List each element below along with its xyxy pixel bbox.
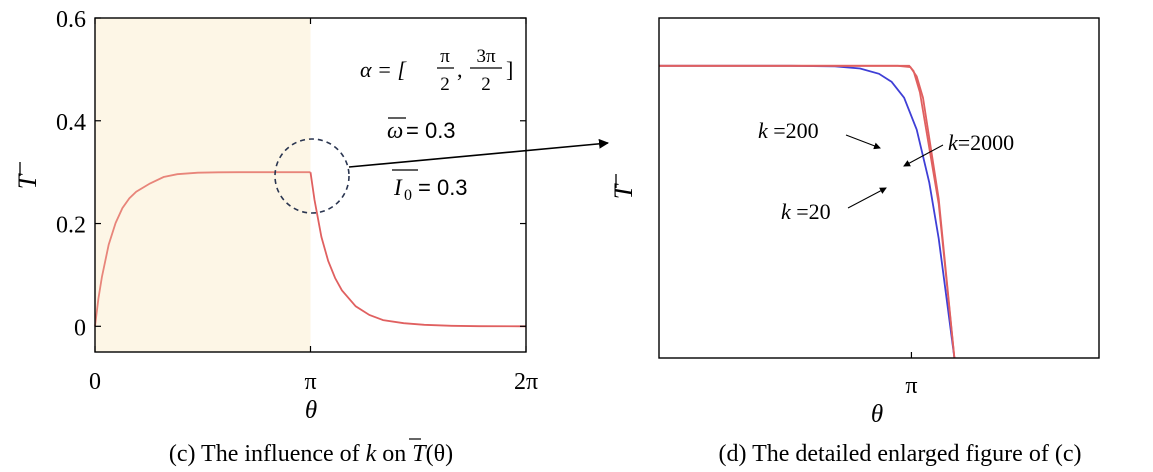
caption-c-prefix: (c) The influence of bbox=[169, 441, 366, 467]
omega-annotation: ω = 0.3 bbox=[387, 117, 456, 143]
panel-d-y-label: T bbox=[609, 183, 638, 199]
caption-c-t: T bbox=[412, 441, 427, 467]
zoom-connector-arrow bbox=[348, 138, 609, 168]
label-k200-value: =200 bbox=[768, 118, 819, 143]
panel-c-series-group bbox=[94, 171, 527, 328]
arrow-k2000 bbox=[903, 144, 944, 167]
arrow-k200 bbox=[845, 134, 881, 150]
alpha-close-bracket: ] bbox=[506, 57, 513, 82]
panel-c-caption: (c) The influence of k on T(θ) bbox=[169, 441, 453, 467]
label-k20: k =20 bbox=[781, 199, 831, 224]
panel-c-y-ticks: 0 0.2 0.4 0.6 bbox=[56, 7, 526, 341]
label-k200-k: k bbox=[758, 118, 769, 143]
label-k20-k: k bbox=[781, 199, 792, 224]
alpha-annotation: α = [ π 2 , 3π 2 ] bbox=[360, 46, 513, 95]
omega-value: = 0.3 bbox=[406, 118, 456, 143]
label-k2000-k: k bbox=[948, 130, 959, 155]
alpha-numerator-1: π bbox=[440, 46, 450, 67]
panel-c-y-tick-label: 0 bbox=[74, 315, 86, 341]
caption-c-mid: on bbox=[376, 441, 412, 467]
panel-c-y-label: T bbox=[13, 173, 42, 189]
panel-c-x-tick-label: 2π bbox=[514, 369, 538, 395]
panel-c-y-tick-label: 0.2 bbox=[56, 213, 86, 239]
panel-d-x-axis-label: θ bbox=[871, 401, 883, 428]
label-k200: k =200 bbox=[758, 118, 819, 143]
panel-c-x-tick-label: π bbox=[304, 369, 316, 395]
panel-c-series-line-1 bbox=[309, 172, 527, 328]
alpha-numerator-2: 3π bbox=[476, 46, 496, 67]
i0-annotation: I 0 = 0.3 bbox=[392, 169, 468, 204]
panel-d-x-tick-label: π bbox=[905, 373, 917, 399]
panel-c-shaded-region bbox=[95, 18, 311, 352]
alpha-comma: , bbox=[457, 57, 463, 82]
panel-d-x-ticks: π bbox=[905, 352, 917, 399]
caption-c-k: k bbox=[366, 441, 377, 467]
alpha-denominator-2: 2 bbox=[481, 74, 491, 95]
i0-label: I bbox=[393, 175, 403, 200]
panel-d-y-axis-label: T bbox=[609, 174, 638, 199]
panel-d-axes-frame bbox=[658, 17, 1100, 359]
panel-d-caption: (d) The detailed enlarged figure of (c) bbox=[719, 441, 1082, 467]
label-k2000: k=2000 bbox=[948, 130, 1014, 155]
panel-c-y-axis-label: T bbox=[13, 162, 42, 189]
panel-c-y-tick-label: 0.6 bbox=[56, 7, 86, 33]
omega-label: ω bbox=[387, 118, 403, 143]
label-k20-value: =20 bbox=[791, 199, 831, 224]
i0-value: = 0.3 bbox=[418, 175, 468, 200]
alpha-label: α = [ bbox=[360, 57, 407, 82]
caption-c-tail: (θ) bbox=[426, 441, 453, 467]
panel-c-series-line-0 bbox=[94, 171, 311, 327]
panel-d-plot: π k =200 k=2000 k =20 T θ (d) The detail… bbox=[609, 17, 1100, 467]
panel-d-series-group bbox=[659, 64, 956, 359]
panel-d-series-line-2 bbox=[659, 64, 956, 359]
panel-c-y-tick-label: 0.4 bbox=[56, 110, 86, 136]
alpha-denominator-1: 2 bbox=[440, 74, 450, 95]
arrow-k20 bbox=[847, 187, 887, 209]
panel-c-x-tick-label: 0 bbox=[89, 369, 101, 395]
label-k2000-value: =2000 bbox=[958, 130, 1014, 155]
panel-c-x-axis-label: θ bbox=[305, 397, 317, 424]
zoom-circle bbox=[274, 138, 350, 214]
i0-subscript: 0 bbox=[404, 187, 412, 204]
